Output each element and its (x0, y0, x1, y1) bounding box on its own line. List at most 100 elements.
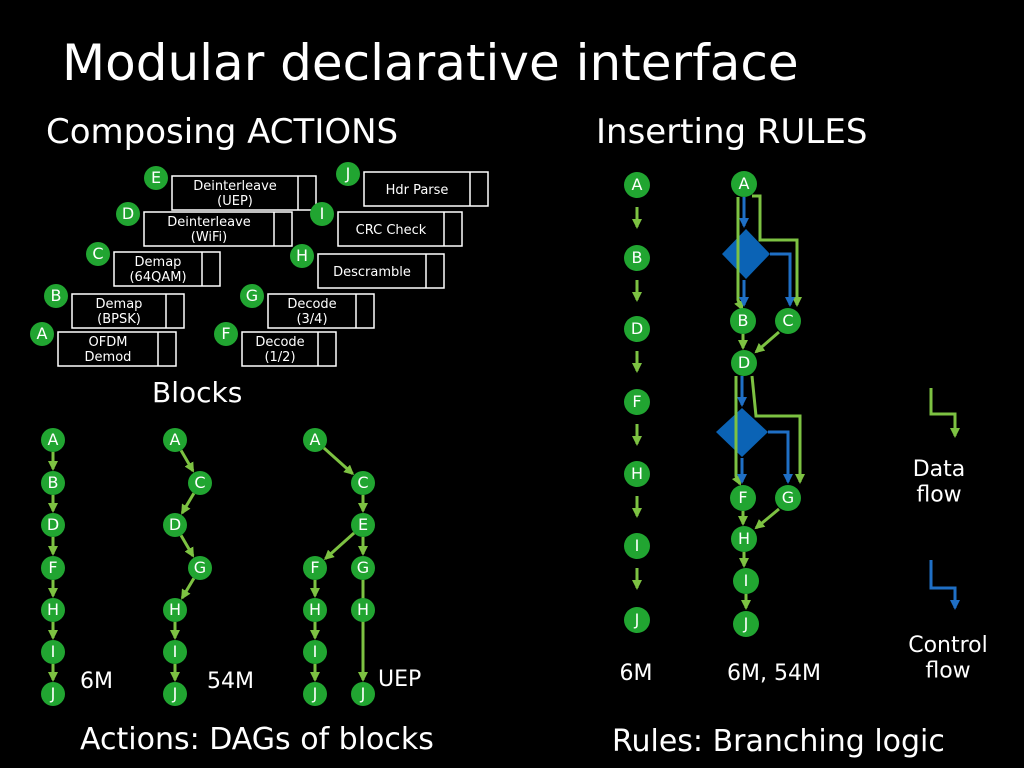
node-F-label: F (221, 324, 230, 343)
decision-1-diamond (722, 229, 770, 279)
node-A-label: A (48, 430, 59, 449)
node-J-circle (41, 682, 65, 706)
node-I-circle (303, 640, 327, 664)
block-D-box (143, 211, 293, 247)
node-J-circle (624, 607, 650, 633)
block-G-name: Decode(3/4) (287, 297, 336, 327)
rule-edge-dec2-G (768, 430, 793, 484)
rule-edge-dec1-C (770, 252, 795, 307)
node-C-circle (86, 242, 110, 266)
node-A-label: A (37, 324, 48, 343)
dag-1-edge-C-D (180, 492, 196, 515)
dag-2-edge-E-F (323, 531, 356, 560)
node-G-circle (351, 556, 375, 580)
right-heading: Inserting RULES (596, 112, 868, 152)
node-D-circle (41, 513, 65, 537)
node-E-circle (144, 166, 168, 190)
node-A-label: A (310, 430, 321, 449)
node-H-circle (41, 598, 65, 622)
node-C-label: C (782, 311, 793, 330)
node-A-circle (41, 428, 65, 452)
node-C-label: C (92, 244, 103, 263)
node-I-label: I (51, 642, 56, 661)
node-G-label: G (782, 488, 794, 507)
node-D-label: D (47, 515, 59, 534)
node-D-circle (731, 350, 757, 376)
rules-caption: Rules: Branching logic (612, 724, 945, 759)
node-A-circle (163, 428, 187, 452)
dag-2-label: UEP (378, 667, 421, 692)
block-F-box (241, 331, 337, 367)
node-I-label: I (320, 204, 325, 223)
node-E-label: E (151, 168, 161, 187)
chain-label: 6M (620, 661, 653, 686)
node-H-circle (731, 526, 757, 552)
node-J-circle (733, 611, 759, 637)
node-J-label: J (743, 614, 749, 633)
block-I-name: CRC Check (356, 223, 427, 238)
node-H-label: H (357, 600, 369, 619)
node-I-circle (310, 202, 334, 226)
node-B-circle (624, 245, 650, 271)
node-I-label: I (744, 571, 749, 590)
node-J-label: J (172, 684, 178, 703)
node-H-circle (303, 598, 327, 622)
node-J-circle (351, 682, 375, 706)
node-B-label: B (738, 311, 749, 330)
node-J-label: J (50, 684, 56, 703)
node-G-label: G (357, 558, 369, 577)
node-D-label: D (169, 515, 181, 534)
node-H-circle (351, 598, 375, 622)
node-J-label: J (360, 684, 366, 703)
node-F-label: F (738, 488, 747, 507)
block-D-name: Deinterleave(WiFi) (167, 215, 251, 245)
node-A-label: A (632, 175, 643, 194)
node-D-circle (624, 316, 650, 342)
decision-2-diamond (716, 408, 768, 457)
dag-1-edge-A-C (179, 449, 195, 473)
legend-control-flow-arrow (929, 560, 960, 610)
dag-2-edge-A-C (322, 446, 355, 475)
node-F-circle (41, 556, 65, 580)
node-G-circle (188, 556, 212, 580)
block-H-box (317, 253, 445, 289)
rule-graph-label: 6M, 54M (727, 661, 821, 686)
dag-1-edge-D-G (179, 534, 195, 558)
dag-1-edge-G-H (180, 577, 196, 600)
rule-edge-C-D (754, 330, 780, 354)
node-C-circle (188, 471, 212, 495)
node-C-circle (351, 471, 375, 495)
node-I-label: I (173, 642, 178, 661)
node-E-label: E (358, 515, 368, 534)
node-G-circle (240, 284, 264, 308)
node-I-circle (41, 640, 65, 664)
block-E-box (171, 175, 317, 211)
block-I-box (337, 211, 463, 247)
node-J-label: J (345, 164, 351, 183)
node-B-label: B (632, 248, 643, 267)
block-F-name: Decode(1/2) (255, 335, 304, 365)
node-G-circle (775, 485, 801, 511)
node-B-label: B (48, 473, 59, 492)
node-H-circle (163, 598, 187, 622)
node-I-label: I (635, 536, 640, 555)
dag-1-label: 54M (207, 669, 254, 694)
rule-edge-A-C-data (752, 194, 802, 307)
block-J-box (363, 171, 489, 207)
node-H-label: H (738, 529, 750, 548)
block-A-box (57, 331, 177, 367)
page-title: Modular declarative interface (62, 34, 799, 92)
node-A-label: A (739, 174, 750, 193)
node-B-circle (41, 471, 65, 495)
node-H-label: H (296, 246, 308, 265)
node-F-circle (214, 322, 238, 346)
node-E-circle (351, 513, 375, 537)
node-H-label: H (309, 600, 321, 619)
node-D-circle (163, 513, 187, 537)
